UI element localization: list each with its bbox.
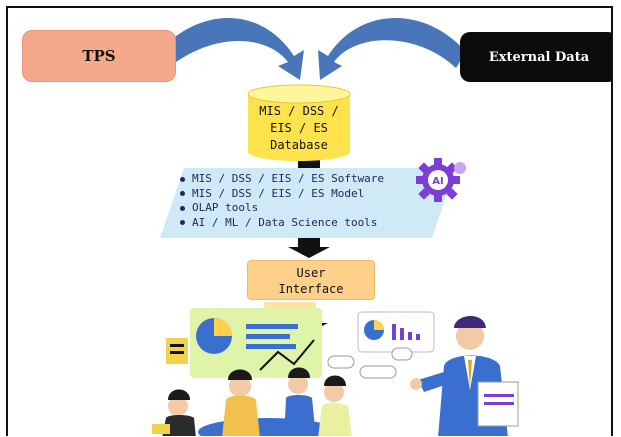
tools-item: AI / ML / Data Science tools <box>180 216 450 231</box>
database-label: MIS / DSS / EIS / ES Database <box>259 104 339 152</box>
gear-icon: AI <box>416 158 466 202</box>
diagram-frame: TPS External Data MIS / DSS / EIS / ES D… <box>6 6 613 436</box>
bar-chart-icon <box>392 324 420 340</box>
tools-item: MIS / DSS / EIS / ES Software <box>180 172 450 187</box>
tps-to-database-arrow <box>158 17 304 80</box>
ai-badge-label: AI <box>432 176 443 187</box>
external-to-database-arrow <box>318 17 466 80</box>
dashboard-panel <box>166 308 322 378</box>
team-illustration <box>152 308 519 436</box>
database-cylinder <box>247 84 351 161</box>
presenter-person-icon <box>410 315 519 436</box>
external-data-node: External Data <box>460 32 611 82</box>
tools-parallelogram <box>160 168 456 238</box>
chat-bubble-icon <box>327 355 355 369</box>
tools-item: MIS / DSS / EIS / ES Model <box>180 187 450 202</box>
user-interface-node: User Interface <box>247 260 375 300</box>
chart-card <box>357 311 435 353</box>
chat-bubble-icon <box>359 365 397 379</box>
down-arrow-icon <box>288 237 330 258</box>
tools-list: MIS / DSS / EIS / ES Software MIS / DSS … <box>180 172 450 230</box>
tps-node: TPS <box>22 30 176 82</box>
tools-item: OLAP tools <box>180 201 450 216</box>
chat-bubble-icon <box>391 347 413 361</box>
team-people-icon <box>152 367 352 436</box>
